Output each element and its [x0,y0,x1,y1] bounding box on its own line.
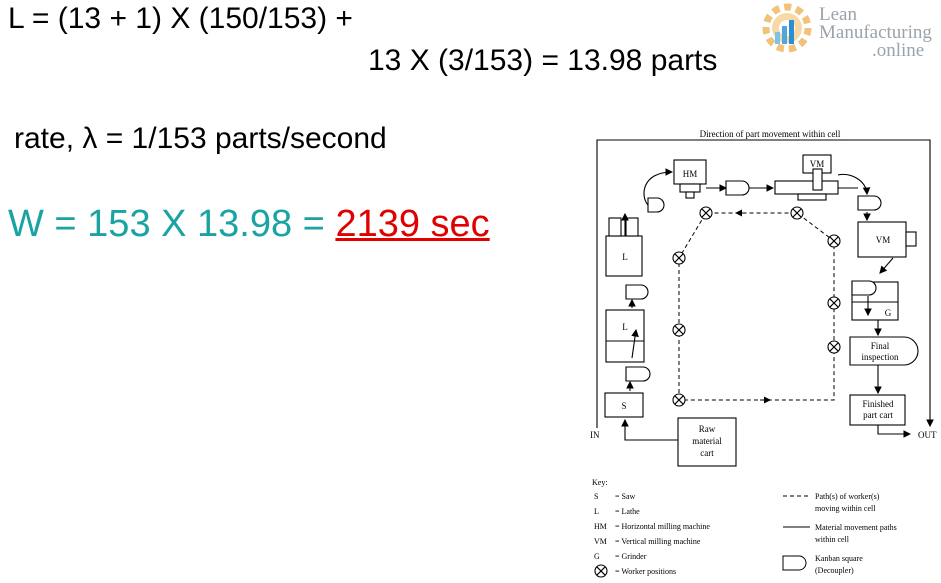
kanban-square-icon [725,180,750,196]
l-top-label: L [622,252,628,262]
material-paths [621,168,912,441]
in-label: IN [590,430,600,440]
worker-position-icon [672,251,686,265]
worker-position-icon [790,206,804,220]
key-desc: = Worker positions [615,567,676,576]
worker-positions [672,206,841,407]
key-desc: = Vertical milling machine [615,537,701,546]
waiting-time-equation: W = 153 X 13.98 = 2139 sec [8,203,490,246]
logo-text-lean: Lean [819,4,857,25]
equation-line-1: L = (13 + 1) X (150/153) + [8,2,353,35]
key-code: S [594,492,598,501]
waiting-time-prefix: W = 153 X 13.98 = [8,203,336,245]
kanban-square-icon [647,197,665,213]
saw [604,392,644,418]
worker-position-icon [827,340,841,354]
direction-frame [596,139,934,428]
kanban-square-icon [625,284,649,300]
chart-icon [775,20,794,44]
key-desc: = Horizontal milling machine [615,522,710,531]
raw-material-cart [677,417,737,467]
vertical-milling-machine-top [774,154,858,201]
final-inspection-station [849,336,919,366]
lathe-top [605,217,643,277]
equation-line-2: 13 X (3/153) = 13.98 parts [368,44,718,77]
diagram-key: Key: S = Saw L = Lathe HM = Horizontal m… [592,478,897,578]
key-code: HM [594,522,607,531]
waiting-time-result: 2139 sec [335,203,490,245]
key-desc: = Grinder [615,552,647,561]
direction-label: Direction of part movement within cell [700,129,841,139]
key-desc: = Saw [615,492,636,501]
vm-top-label: VM [810,159,825,169]
raw-cart-label-1: Raw [699,424,716,434]
s-label: S [621,401,626,411]
key-title: Key: [592,478,608,487]
logo-text-manufacturing: Manufacturing [819,22,932,43]
key-worker-path-1: Path(s) of worker(s) [815,492,880,501]
hm-label: HM [683,169,698,179]
worker-position-icon [699,206,713,220]
lathe-bottom [605,309,645,363]
cell-layout-diagram: Direction of part movement within cell I… [590,129,937,578]
kanban-square-icon [625,366,651,382]
worker-position-key-icon [594,564,608,578]
worker-position-icon [827,296,841,310]
key-worker-path-2: moving within cell [815,504,876,513]
key-code: VM [594,537,607,546]
finished-cart-label-2: part cart [863,410,893,420]
kanban-square-key-icon [782,555,807,571]
key-code: L [594,507,599,516]
key-desc: = Lathe [615,507,640,516]
worker-position-icon [672,393,686,407]
kanban-square-icon [851,280,877,296]
raw-cart-label-2: material [692,436,722,446]
final-inspection-label-1: Final [871,341,890,351]
final-inspection-label-2: inspection [862,352,899,362]
finished-part-cart [849,394,906,426]
vm-right-label: VM [876,235,891,245]
key-material-path-2: within cell [815,535,850,544]
kanban-squares [625,180,882,382]
rate-equation: rate, λ = 1/153 parts/second [14,122,387,155]
lean-manufacturing-logo: Lean Manufacturing .online [762,3,932,60]
worker-position-icon [672,323,686,337]
key-code: G [594,552,600,561]
out-label: OUT [918,430,937,440]
logo-text-online: .online [872,40,924,60]
key-material-path-1: Material movement paths [815,523,897,532]
kanban-square-icon [857,195,882,211]
l-bottom-label: L [622,322,628,332]
worker-path [678,209,835,404]
finished-cart-label-1: Finished [862,399,894,409]
worker-position-icon [827,234,841,248]
vertical-milling-machine-right [857,221,917,258]
key-kanban-1: Kanban square [815,554,863,563]
key-kanban-2: (Decoupler) [815,566,854,575]
raw-cart-label-3: cart [700,448,714,458]
horizontal-milling-machine [673,159,728,199]
g-label: G [885,308,892,318]
